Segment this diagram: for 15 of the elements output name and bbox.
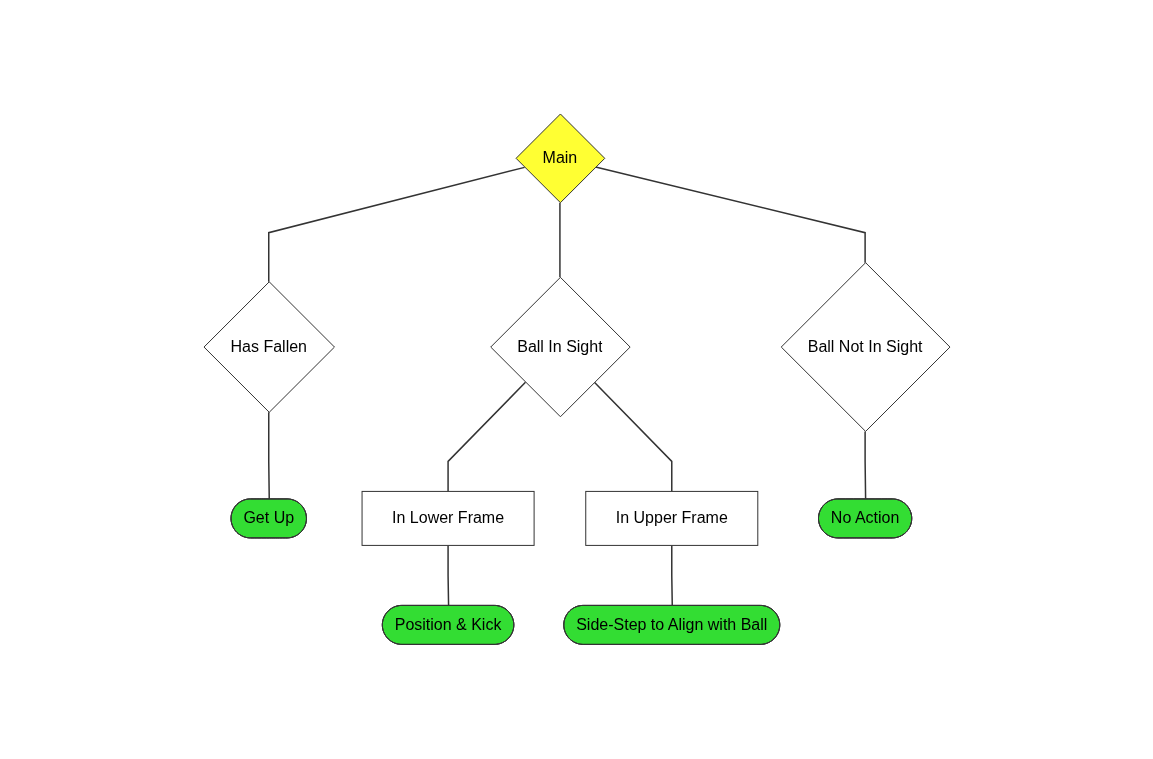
node-diamond: Has Fallen — [203, 281, 335, 414]
connector — [267, 411, 270, 501]
connector — [593, 381, 672, 493]
connector — [267, 166, 525, 283]
connector — [446, 544, 449, 607]
node-diamond: Main — [515, 113, 605, 204]
node-box: In Upper Frame — [584, 491, 758, 547]
connector — [594, 166, 866, 264]
node-diamond: Ball In Sight — [489, 277, 631, 418]
connector — [670, 544, 673, 607]
node-diamond: Ball Not In Sight — [780, 262, 950, 433]
connector — [863, 430, 866, 501]
node-box: In Lower Frame — [361, 491, 535, 547]
connector — [446, 381, 526, 493]
connector — [558, 202, 561, 279]
